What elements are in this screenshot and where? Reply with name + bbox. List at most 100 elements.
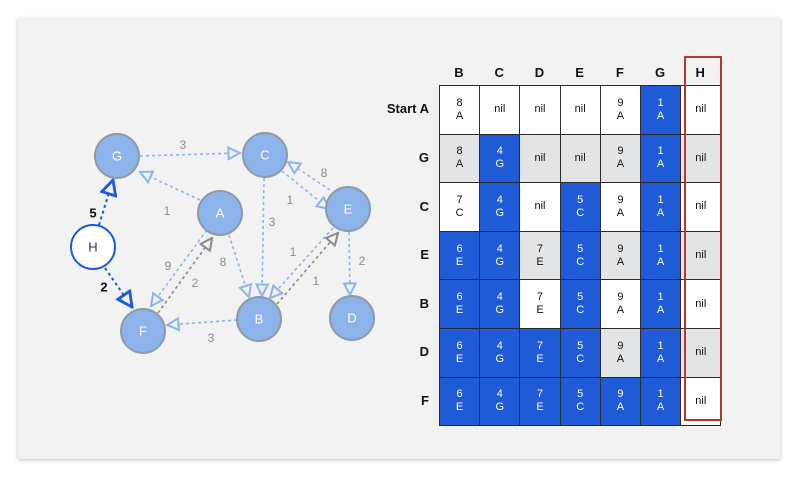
row-header: B xyxy=(419,295,429,311)
node-circle xyxy=(236,296,282,342)
cell-predecessor: A xyxy=(656,206,665,219)
cell-distance: nil xyxy=(695,151,707,164)
cell-distance: 4 xyxy=(496,388,503,401)
cell-distance: nil xyxy=(695,200,707,213)
edge-f-to-a xyxy=(157,238,212,314)
cell-distance: nil xyxy=(695,249,707,262)
node-label: D xyxy=(347,310,356,325)
column-header-h: H xyxy=(695,65,705,80)
column-header-d: D xyxy=(534,65,545,80)
table-cell-e-h: nil xyxy=(680,230,722,281)
column-header-b: B xyxy=(454,65,464,80)
table-cell-c-d: nil xyxy=(519,182,561,232)
graph-edges xyxy=(98,153,350,325)
cell-predecessor: A xyxy=(656,304,665,317)
cell-predecessor: C xyxy=(576,304,585,317)
edge-h-to-g xyxy=(98,180,113,226)
cell-distance: 6 xyxy=(456,388,463,401)
edge-weight-c-e: 1 xyxy=(287,193,294,207)
cell-distance: 9 xyxy=(617,291,624,304)
cell-distance: 9 xyxy=(617,145,624,158)
cell-distance: 6 xyxy=(456,339,463,352)
cell-distance: 9 xyxy=(617,242,624,255)
table-cell-g-e: nil xyxy=(559,133,601,184)
table-cell-start-a-d: nil xyxy=(519,85,561,135)
node-d: D xyxy=(329,295,375,341)
table-cell-start-a-e: nil xyxy=(559,85,601,135)
cell-distance: nil xyxy=(574,151,586,164)
edge-weight-f-a: 2 xyxy=(192,276,199,290)
cell-predecessor: G xyxy=(495,158,505,171)
node-circle xyxy=(197,190,243,236)
cell-distance: 5 xyxy=(577,339,584,352)
cell-predecessor: E xyxy=(455,255,464,268)
edge-b-to-f xyxy=(167,320,238,325)
row-header: F xyxy=(421,392,429,408)
edge-a-to-g xyxy=(140,172,201,201)
edge-weight-g-c: 3 xyxy=(180,138,187,152)
row-header: Start A xyxy=(386,101,429,117)
cell-distance: 7 xyxy=(536,291,544,304)
cell-distance: nil xyxy=(534,103,546,116)
cell-distance: 7 xyxy=(536,242,544,255)
cell-distance: 5 xyxy=(577,193,584,206)
table-cell-start-a-c: nil xyxy=(479,85,521,135)
cell-distance: nil xyxy=(534,151,546,164)
edge-c-to-e xyxy=(281,170,329,209)
cell-distance: 4 xyxy=(496,145,503,158)
cell-distance: 6 xyxy=(456,242,463,255)
node-label: G xyxy=(112,148,122,163)
cell-distance: 9 xyxy=(617,193,624,206)
table-cell-start-a-h: nil xyxy=(680,85,722,135)
cell-predecessor: A xyxy=(656,255,665,268)
node-label: E xyxy=(344,201,353,216)
edge-a-to-b xyxy=(228,234,249,297)
node-circle xyxy=(120,308,166,354)
edge-weight-h-g: 5 xyxy=(89,205,96,220)
cell-predecessor: C xyxy=(576,255,585,268)
cell-predecessor: A xyxy=(455,158,464,171)
node-circle xyxy=(325,186,371,232)
cell-distance: 1 xyxy=(657,96,664,109)
table-cell-g-d: nil xyxy=(519,133,561,184)
cell-distance: 4 xyxy=(496,242,503,255)
cell-distance: 8 xyxy=(456,96,463,109)
cell-predecessor: G xyxy=(495,206,505,219)
node-c: C xyxy=(242,132,288,178)
cell-distance: 5 xyxy=(577,242,584,255)
cell-distance: 7 xyxy=(536,388,544,401)
node-label: H xyxy=(88,239,97,254)
row-header: C xyxy=(419,198,429,214)
cell-predecessor: C xyxy=(576,401,585,414)
cell-predecessor: A xyxy=(616,109,625,122)
cell-distance: 5 xyxy=(577,388,584,401)
cell-predecessor: A xyxy=(455,109,464,122)
cell-distance: nil xyxy=(695,297,707,310)
